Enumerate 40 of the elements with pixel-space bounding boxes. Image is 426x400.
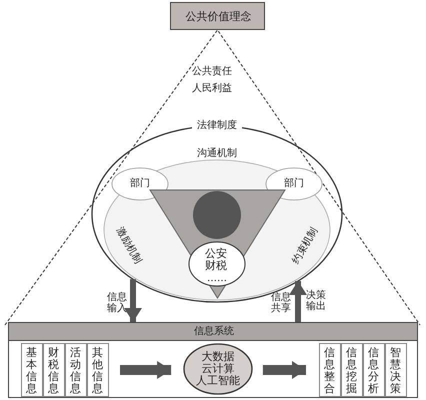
table-cell xyxy=(87,343,109,397)
node-label: 信息整合 xyxy=(324,347,335,396)
arrow xyxy=(120,361,172,379)
node-label: 人工智能 xyxy=(195,375,241,387)
node-label: 智慧决策 xyxy=(390,347,401,396)
node-label: 沟通机制 xyxy=(196,148,238,160)
edge-label: 信息共享 xyxy=(271,292,291,314)
header-text: 信息系统 xyxy=(193,326,235,338)
title-box xyxy=(170,2,265,30)
text-label: 激励机制 xyxy=(112,224,144,268)
table-cell xyxy=(65,343,87,397)
node-label: 部门 xyxy=(283,178,305,190)
table-cell xyxy=(341,343,363,397)
text-label: 公共责任 xyxy=(191,66,233,78)
table-cell xyxy=(385,343,407,397)
node-label: …… xyxy=(206,273,228,285)
arrow xyxy=(262,361,306,379)
text-label: 约束机制 xyxy=(290,224,322,268)
node-label: 基本信息 xyxy=(26,347,37,396)
table-cell xyxy=(319,343,341,397)
node-label: 活动信息 xyxy=(70,347,81,396)
node-label: 部门 xyxy=(129,178,151,190)
node-label: 法律制度 xyxy=(192,120,242,132)
node-label: 公安财税 xyxy=(205,248,227,272)
node-label: 大数据 xyxy=(200,351,236,363)
node-label: 云计算 xyxy=(200,363,236,375)
title-text: 公共价值理念 xyxy=(184,11,252,23)
node-label: 其他信息 xyxy=(92,347,103,396)
system-panel xyxy=(8,322,418,398)
table-cell xyxy=(43,343,65,397)
node-label: 信息挖掘 xyxy=(346,347,357,396)
arrow xyxy=(289,281,307,322)
table-cell xyxy=(363,343,385,397)
arrow xyxy=(124,279,142,322)
text-label: 决策输出 xyxy=(306,290,326,312)
node-label: 财税信息 xyxy=(48,347,59,396)
table-cell xyxy=(21,343,43,397)
text-label: 人民利益 xyxy=(191,83,233,95)
node-label: 信息分析 xyxy=(368,347,379,396)
edge-label: 信息输入 xyxy=(107,292,127,314)
